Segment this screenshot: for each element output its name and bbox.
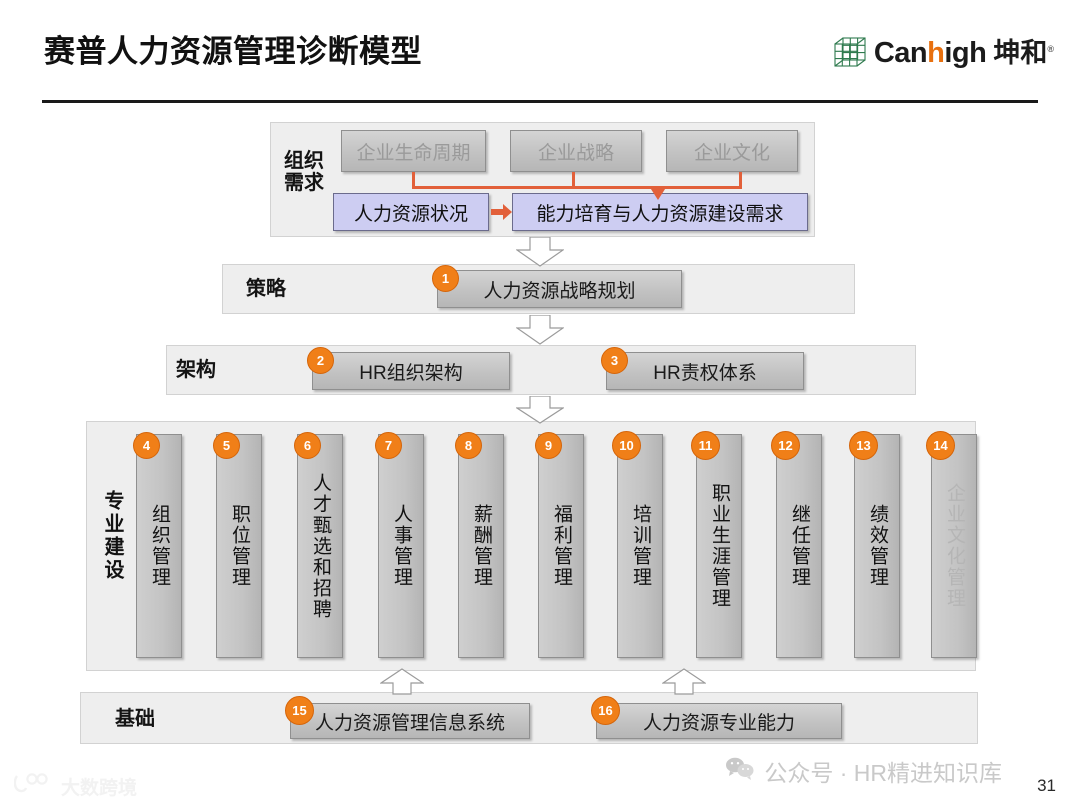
professional-band-label: 专业建设 — [101, 490, 123, 582]
wechat-watermark: 公众号 · HR精进知识库 — [725, 754, 1002, 788]
badge-5: 5 — [213, 432, 240, 459]
page-number: 31 — [1037, 776, 1056, 795]
professional-pillar-10-label: 培训管理 — [629, 504, 651, 588]
header-divider — [42, 100, 1038, 103]
professional-pillar-6: 人才甄选和招聘 — [297, 434, 343, 658]
demand-box-lifecycle-label: 企业生命周期 — [356, 142, 471, 164]
badge-7: 7 — [375, 432, 402, 459]
strategy-box-hr-planning: 人力资源战略规划 — [437, 270, 682, 308]
demand-box-culture: 企业文化 — [666, 130, 798, 172]
badge-2: 2 — [307, 347, 334, 374]
professional-pillar-14-label: 企业文化管理 — [943, 483, 965, 609]
dashu-logo-icon — [13, 772, 54, 800]
demand-box-culture-label: 企业文化 — [693, 142, 770, 164]
demand-box-strategy: 企业战略 — [510, 130, 642, 172]
green-cube-icon — [833, 36, 867, 70]
foundation-box-hris: 人力资源管理信息系统 — [290, 703, 530, 739]
orange-connector-stub-3 — [739, 172, 742, 188]
slide-header: 赛普人力资源管理诊断模型 — [0, 0, 1080, 108]
brand-chinese-name: 坤和® — [993, 37, 1054, 68]
professional-pillar-8-label: 薪酬管理 — [470, 504, 492, 588]
architecture-box-hr-org: HR组织架构 — [312, 352, 510, 390]
foundation-band-label: 基础 — [115, 708, 155, 730]
professional-pillar-14: 企业文化管理 — [931, 434, 977, 658]
dashu-watermark-text: 大数跨境 — [61, 777, 138, 799]
badge-8: 8 — [455, 432, 482, 459]
badge-16: 16 — [591, 696, 620, 725]
professional-pillar-6-label: 人才甄选和招聘 — [309, 472, 331, 620]
professional-pillar-12-label: 继任管理 — [788, 504, 810, 588]
professional-pillar-5-label: 职位管理 — [228, 504, 250, 588]
professional-pillar-8: 薪酬管理 — [458, 434, 504, 658]
foundation-box-hris-label: 人力资源管理信息系统 — [314, 712, 505, 734]
professional-pillar-10: 培训管理 — [617, 434, 663, 658]
strategy-box-hr-planning-label: 人力资源战略规划 — [483, 280, 636, 302]
foundation-box-hr-capability-label: 人力资源专业能力 — [642, 712, 795, 734]
professional-pillar-13-label: 绩效管理 — [866, 504, 888, 588]
flow-arrow-foundation-to-professional-2 — [661, 668, 707, 700]
strategy-band-label: 策略 — [246, 278, 286, 300]
professional-pillar-7-label: 人事管理 — [390, 504, 412, 588]
architecture-box-hr-authority-label: HR责权体系 — [653, 362, 757, 384]
professional-pillar-9-label: 福利管理 — [550, 504, 572, 588]
demand-box-capability-need-label: 能力培育与人力资源建设需求 — [536, 203, 784, 225]
brand-wordmark: Canhigh — [873, 36, 987, 69]
professional-pillar-4-label: 组织管理 — [148, 504, 170, 588]
badge-4: 4 — [133, 432, 160, 459]
orange-connector-horizontal — [412, 186, 742, 189]
badge-1: 1 — [432, 265, 459, 292]
flow-arrow-strategy-to-architecture — [515, 314, 565, 350]
dashu-watermark: 大数跨境 — [13, 772, 138, 800]
orange-arrow-right — [491, 203, 513, 226]
professional-pillar-11-label: 职业生涯管理 — [708, 483, 730, 609]
demand-box-strategy-label: 企业战略 — [537, 142, 614, 164]
demand-box-lifecycle: 企业生命周期 — [341, 130, 486, 172]
flow-arrow-architecture-to-professional — [514, 395, 566, 429]
brand-word-part2: igh — [944, 36, 987, 69]
architecture-box-hr-org-label: HR组织架构 — [359, 362, 463, 384]
badge-15: 15 — [285, 696, 314, 725]
orange-connector-stub-2 — [572, 172, 575, 188]
badge-12: 12 — [771, 431, 800, 460]
demand-band-label: 组织 需求 — [284, 150, 324, 195]
professional-pillar-11: 职业生涯管理 — [696, 434, 742, 658]
demand-box-hr-status: 人力资源状况 — [333, 193, 489, 231]
brand-logo: Canhigh 坤和® — [833, 36, 1054, 70]
orange-arrow-down — [648, 185, 668, 206]
professional-pillar-9: 福利管理 — [538, 434, 584, 658]
architecture-band-label: 架构 — [176, 359, 216, 381]
badge-14: 14 — [926, 431, 955, 460]
badge-13: 13 — [849, 431, 878, 460]
badge-10: 10 — [612, 431, 641, 460]
flow-arrow-demand-to-strategy — [515, 236, 565, 272]
flow-arrow-foundation-to-professional-1 — [379, 668, 425, 700]
demand-box-hr-status-label: 人力资源状况 — [353, 203, 468, 225]
wechat-icon — [725, 756, 755, 786]
badge-9: 9 — [535, 432, 562, 459]
professional-pillar-7: 人事管理 — [378, 434, 424, 658]
professional-pillar-12: 继任管理 — [776, 434, 822, 658]
professional-pillar-5: 职位管理 — [216, 434, 262, 658]
professional-pillar-13: 绩效管理 — [854, 434, 900, 658]
professional-pillar-4: 组织管理 — [136, 434, 182, 658]
brand-word-highlight: h — [927, 36, 945, 69]
page-title: 赛普人力资源管理诊断模型 — [44, 34, 422, 69]
brand-word-part1: Can — [873, 36, 928, 69]
brand-chinese-text: 坤和 — [993, 37, 1048, 68]
registered-trademark-icon: ® — [1047, 43, 1054, 54]
badge-3: 3 — [601, 347, 628, 374]
badge-11: 11 — [691, 431, 720, 460]
badge-6: 6 — [294, 432, 321, 459]
wechat-watermark-text: 公众号 · HR精进知识库 — [764, 760, 1002, 786]
orange-connector-stub-1 — [412, 172, 415, 188]
architecture-box-hr-authority: HR责权体系 — [606, 352, 804, 390]
foundation-box-hr-capability: 人力资源专业能力 — [596, 703, 842, 739]
